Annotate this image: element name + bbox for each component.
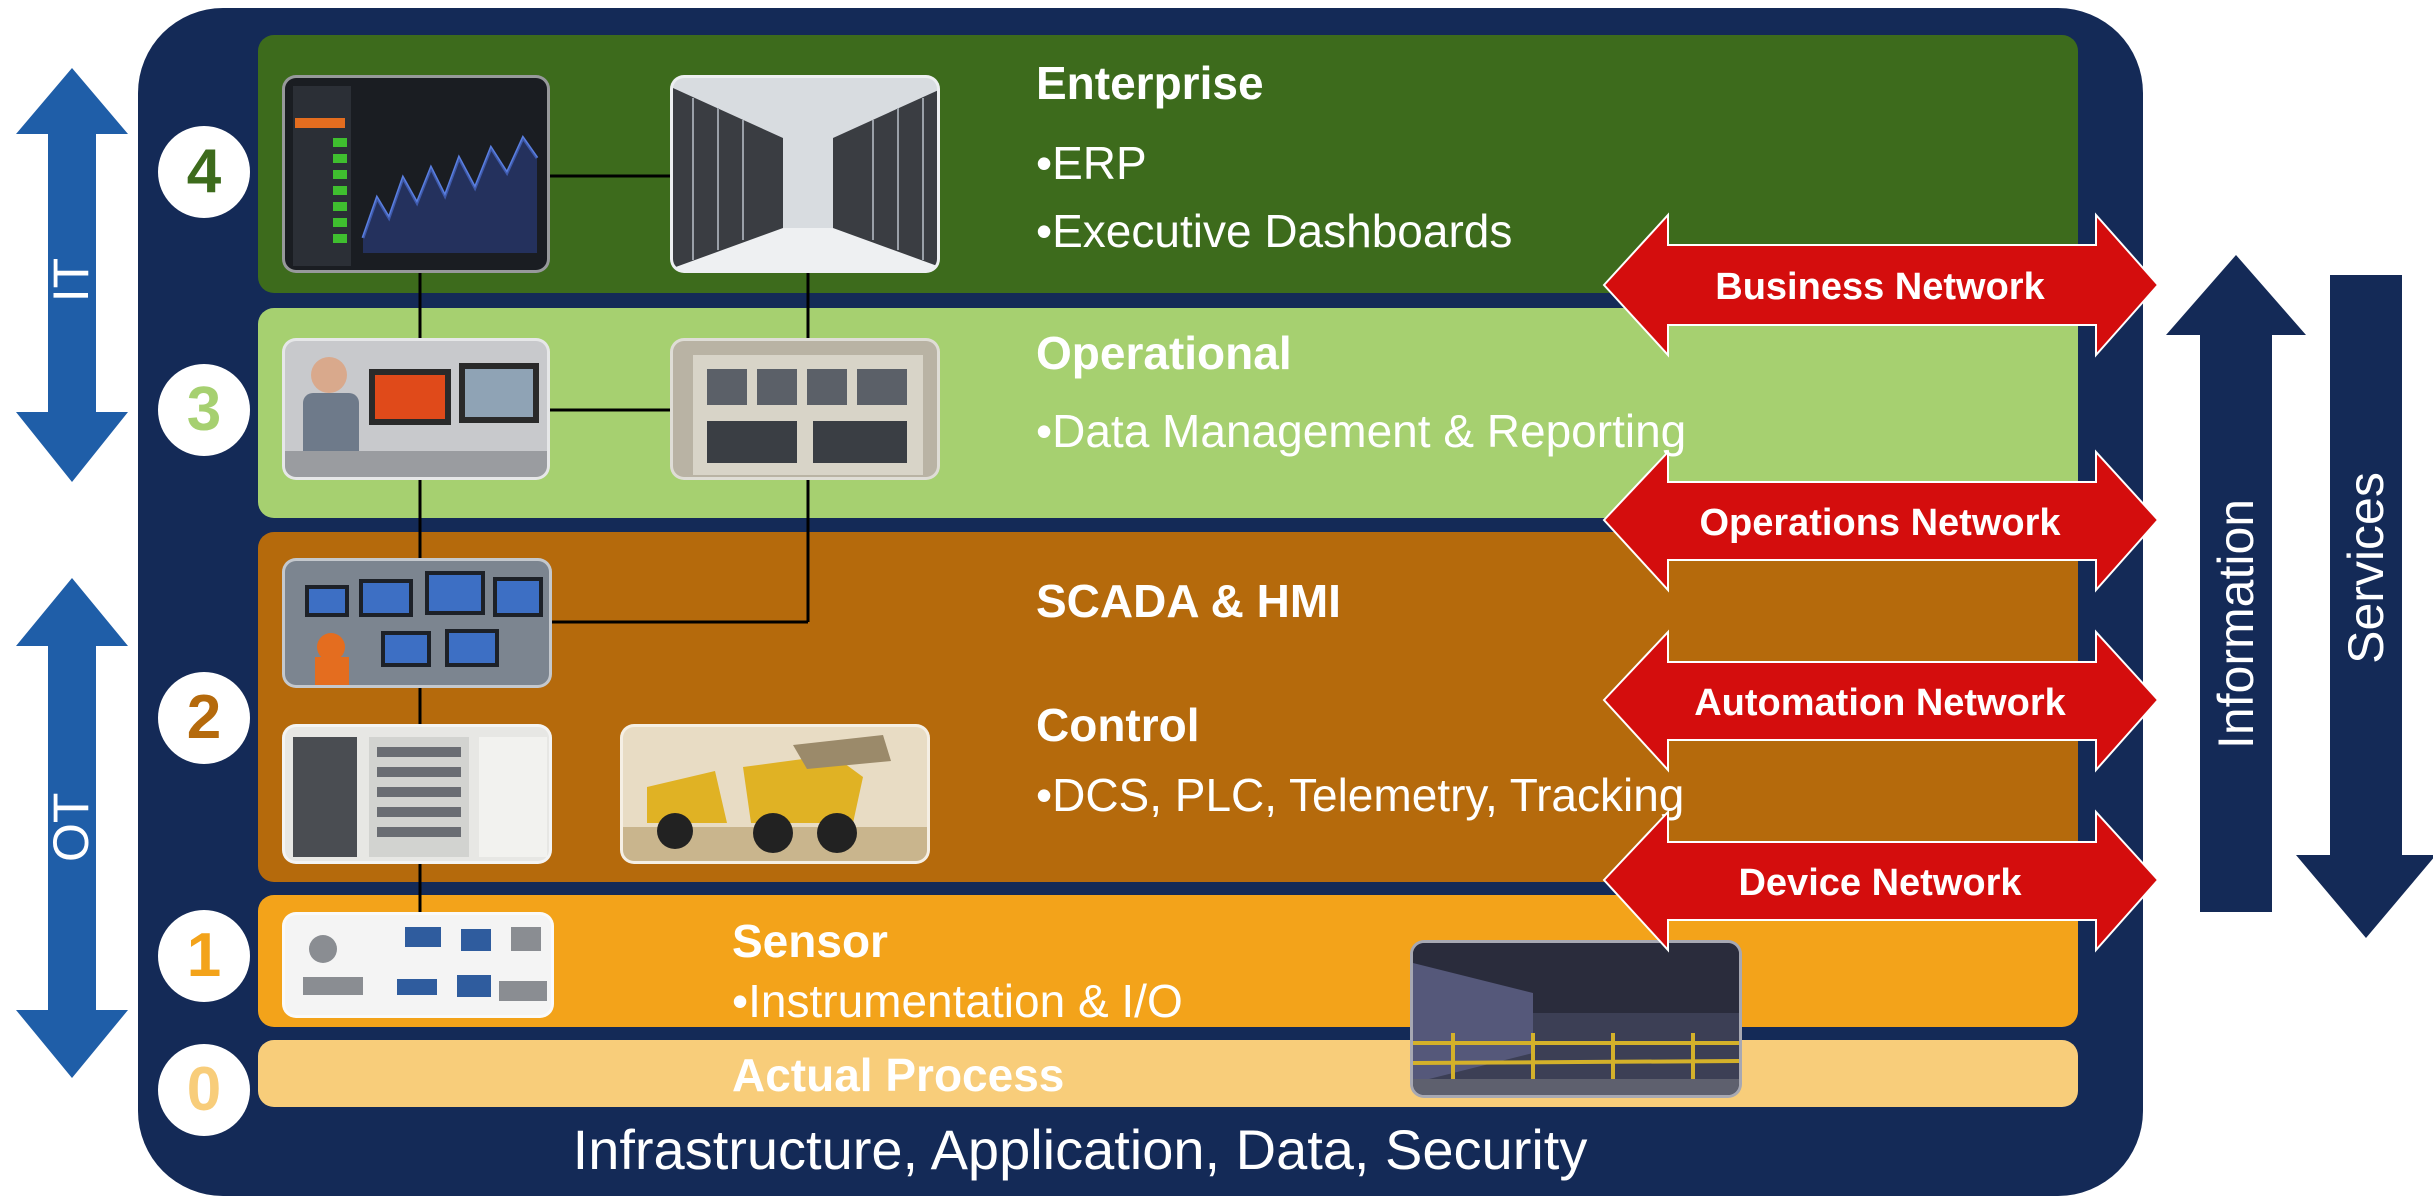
layer-0-band	[258, 1040, 2078, 1107]
layer-4-number: 4	[158, 126, 250, 218]
control-room-photo	[282, 558, 552, 688]
services-down-arrow	[2296, 275, 2433, 938]
server-room-graphic	[673, 88, 937, 270]
operations-network-arrow	[1602, 449, 2160, 593]
automation-network-label: Automation Network	[1694, 682, 2066, 724]
plant-interior-graphic	[1413, 943, 1739, 1095]
it-double-arrow	[16, 68, 128, 482]
device-network-label: Device Network	[1738, 862, 2022, 904]
plc-panel-photo	[282, 724, 552, 864]
plant-interior-photo	[1410, 940, 1742, 1098]
layer-3-number: 3	[158, 364, 250, 456]
cabinet-graphic	[693, 355, 923, 475]
haul-truck-photo	[620, 724, 930, 864]
plc-panel-graphic	[293, 737, 547, 857]
layer-3-title: Operational	[1036, 327, 1292, 379]
business-network-label: Business Network	[1715, 266, 2045, 308]
layer-1-title: Sensor	[732, 915, 888, 967]
device-network-arrow	[1602, 809, 2160, 953]
layer-4-title: Enterprise	[1036, 57, 1264, 109]
layer-0-title: Actual Process	[732, 1049, 1065, 1101]
operator-graphic	[285, 357, 547, 477]
sensors-graphic	[303, 927, 547, 1001]
haul-truck-graphic	[623, 735, 927, 861]
automation-network-arrow	[1602, 629, 2160, 773]
server-room-photo	[670, 75, 940, 273]
layer-0-number: 0	[158, 1044, 250, 1136]
layer-2-number: 2	[158, 672, 250, 764]
layer-1-number: 1	[158, 910, 250, 1002]
dashboard-chart-graphic	[293, 86, 539, 266]
control-room-graphic	[305, 571, 543, 685]
information-up-arrow	[2166, 255, 2306, 912]
layer-3-item-1: •Data Management & Reporting	[1036, 405, 1687, 457]
layer-2-title: SCADA & HMI	[1036, 575, 1341, 627]
footer-label: Infrastructure, Application, Data, Secur…	[572, 1118, 1588, 1181]
dashboard-photo	[282, 75, 550, 273]
layer-1-item-1: •Instrumentation & I/O	[732, 975, 1183, 1027]
operator-photo	[282, 338, 550, 480]
layer-4-item-1: •ERP	[1036, 137, 1147, 189]
operations-network-label: Operations Network	[1699, 502, 2061, 544]
sensors-photo	[282, 912, 554, 1018]
layer-4-item-2: •Executive Dashboards	[1036, 205, 1513, 257]
layer-2-subtitle: Control	[1036, 699, 1200, 751]
cabinet-photo	[670, 338, 940, 480]
ot-double-arrow	[16, 578, 128, 1078]
business-network-arrow	[1602, 212, 2160, 358]
layer-2-item-1: •DCS, PLC, Telemetry, Tracking	[1036, 769, 1685, 821]
